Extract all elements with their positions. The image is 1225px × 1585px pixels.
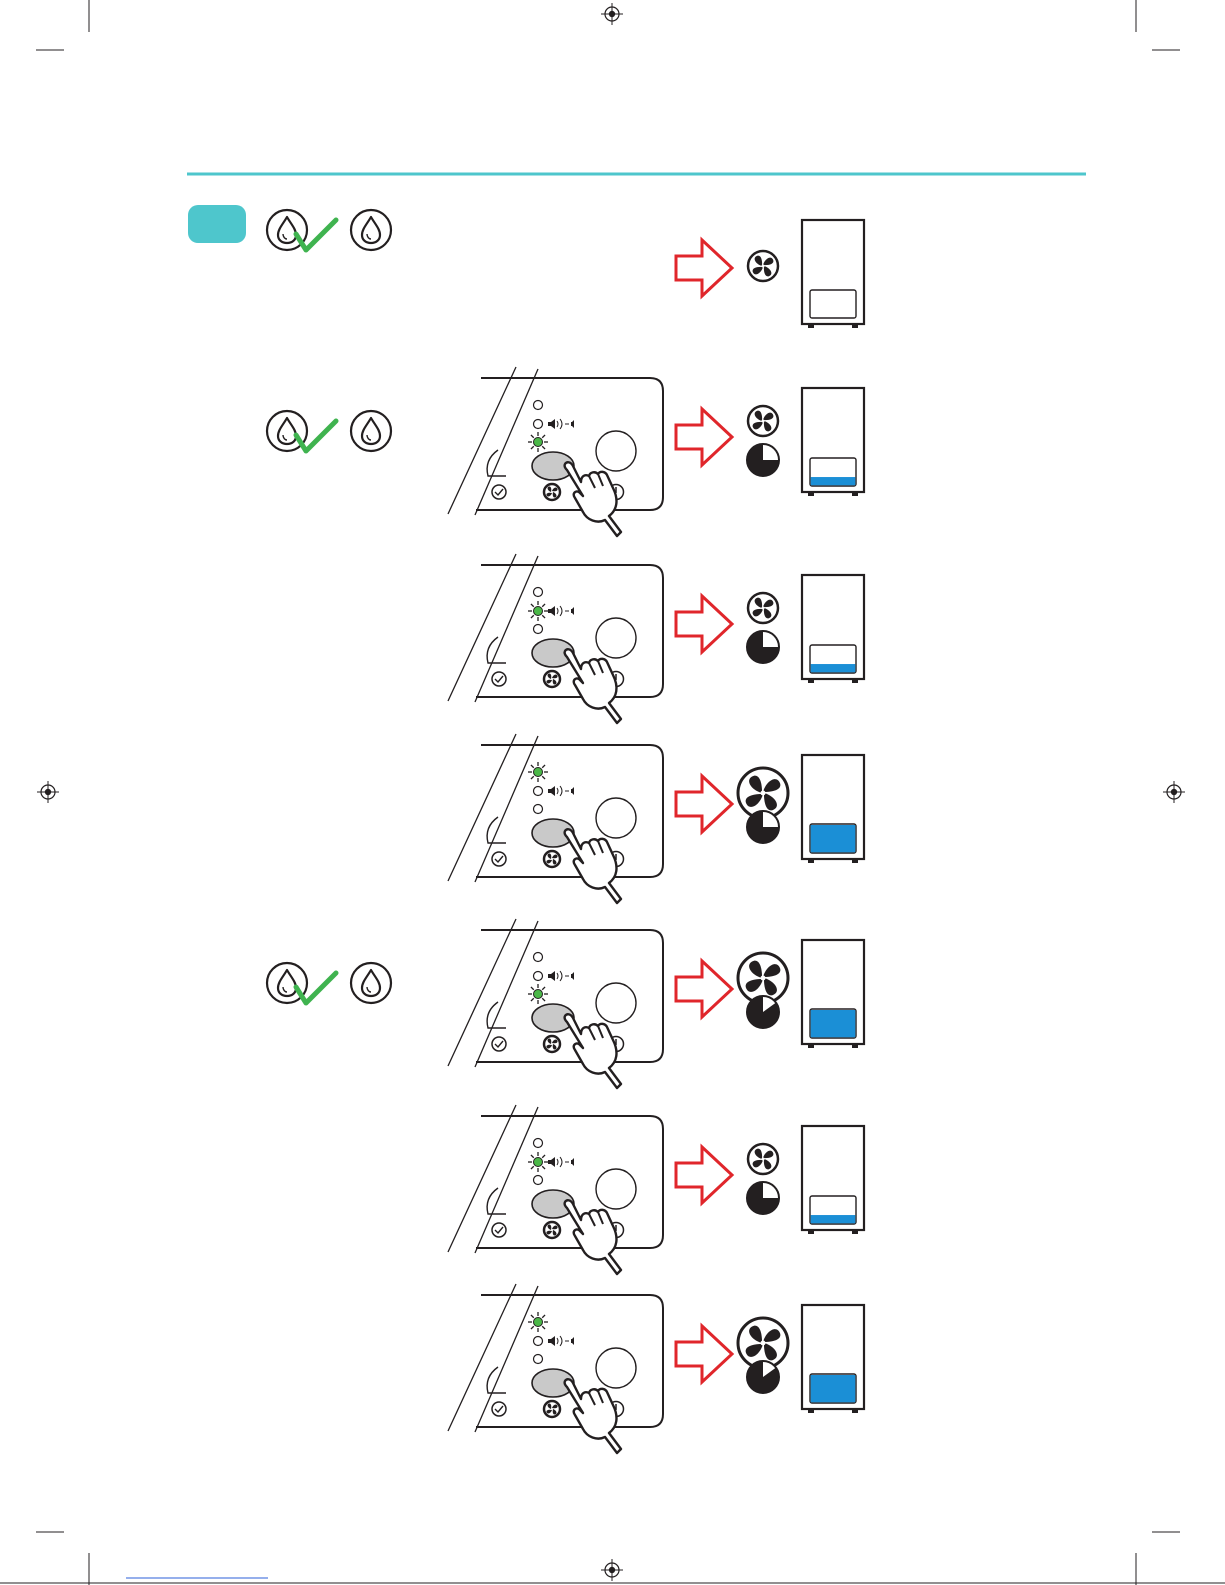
led-indicator	[534, 1139, 543, 1148]
instruction-row	[267, 210, 864, 328]
pointing-hand-icon	[565, 1379, 621, 1453]
led-indicator	[534, 588, 543, 597]
led-indicator	[534, 953, 543, 962]
speaker-icon	[548, 1157, 574, 1167]
water-tank-icon	[802, 755, 864, 863]
hollow-right-arrow-icon	[676, 1147, 732, 1203]
water-tank-icon	[802, 388, 864, 496]
crosshair-circle-icon	[601, 3, 623, 25]
led-indicator	[534, 787, 543, 796]
speaker-icon	[548, 419, 574, 429]
clock-icon	[492, 1402, 506, 1416]
control-panel	[448, 734, 663, 903]
round-button	[596, 983, 636, 1023]
water-tank-icon	[802, 575, 864, 683]
water-tank-icon	[802, 940, 864, 1048]
control-panel	[448, 367, 663, 536]
led-indicator	[534, 1337, 543, 1346]
control-panel	[448, 919, 663, 1088]
pointing-hand-icon	[565, 829, 621, 903]
water-tank-icon	[802, 220, 864, 328]
clock-icon	[492, 852, 506, 866]
led-indicator	[534, 972, 543, 981]
pie-timer-icon	[747, 1361, 779, 1393]
clock-icon	[492, 1223, 506, 1237]
pie-timer-icon	[747, 444, 779, 476]
control-panel	[448, 554, 663, 723]
fan-icon	[544, 1222, 560, 1238]
round-button	[596, 431, 636, 471]
hollow-right-arrow-icon	[676, 240, 732, 296]
water-tank-icon	[802, 1305, 864, 1413]
fan-icon	[748, 593, 778, 623]
clock-icon	[492, 485, 506, 499]
clock-icon	[492, 1037, 506, 1051]
crosshair-circle-icon	[601, 1559, 623, 1581]
water-drop-icon	[351, 411, 391, 451]
led-indicator-active	[528, 432, 548, 452]
clock-icon	[492, 672, 506, 686]
fan-icon	[544, 484, 560, 500]
pie-timer-icon	[747, 996, 779, 1028]
led-indicator	[534, 1176, 543, 1185]
water-tank-icon	[802, 1126, 864, 1234]
speaker-icon	[548, 1336, 574, 1346]
led-indicator	[534, 805, 543, 814]
speaker-icon	[548, 786, 574, 796]
round-button	[596, 798, 636, 838]
round-button	[596, 1348, 636, 1388]
instruction-row	[448, 734, 864, 903]
round-button	[596, 1169, 636, 1209]
hollow-right-arrow-icon	[676, 596, 732, 652]
pie-timer-icon	[747, 811, 779, 843]
pointing-hand-icon	[565, 649, 621, 723]
pointing-hand-icon	[565, 462, 621, 536]
control-panel	[448, 1105, 663, 1274]
led-indicator-active	[528, 762, 548, 782]
water-drop-icon	[351, 210, 391, 250]
led-indicator	[534, 420, 543, 429]
led-indicator	[534, 625, 543, 634]
instruction-row	[267, 919, 864, 1088]
pointing-hand-icon	[565, 1200, 621, 1274]
speaker-icon	[548, 606, 574, 616]
hollow-right-arrow-icon	[676, 776, 732, 832]
led-indicator-active	[528, 1152, 548, 1172]
fan-icon	[544, 671, 560, 687]
led-indicator-active	[528, 601, 548, 621]
instruction-row	[448, 1105, 864, 1274]
crosshair-circle-icon	[37, 781, 59, 803]
led-indicator	[534, 401, 543, 410]
led-indicator-active	[528, 1312, 548, 1332]
pointing-hand-icon	[565, 1014, 621, 1088]
crosshair-circle-icon	[1163, 781, 1185, 803]
step-badge	[188, 205, 246, 243]
round-button	[596, 618, 636, 658]
hollow-right-arrow-icon	[676, 409, 732, 465]
led-indicator-active	[528, 984, 548, 1004]
control-panel	[448, 1284, 663, 1453]
hollow-right-arrow-icon	[676, 1326, 732, 1382]
instruction-row	[448, 1284, 864, 1453]
fan-icon	[748, 1144, 778, 1174]
led-indicator	[534, 1355, 543, 1364]
fan-icon	[544, 851, 560, 867]
speaker-icon	[548, 971, 574, 981]
fan-icon	[748, 251, 778, 281]
fan-icon	[544, 1401, 560, 1417]
pie-timer-icon	[747, 631, 779, 663]
instruction-row	[267, 367, 864, 536]
fan-icon	[748, 406, 778, 436]
pie-timer-icon	[747, 1182, 779, 1214]
fan-icon	[544, 1036, 560, 1052]
hollow-right-arrow-icon	[676, 961, 732, 1017]
instruction-row	[448, 554, 864, 723]
water-drop-icon	[351, 963, 391, 1003]
